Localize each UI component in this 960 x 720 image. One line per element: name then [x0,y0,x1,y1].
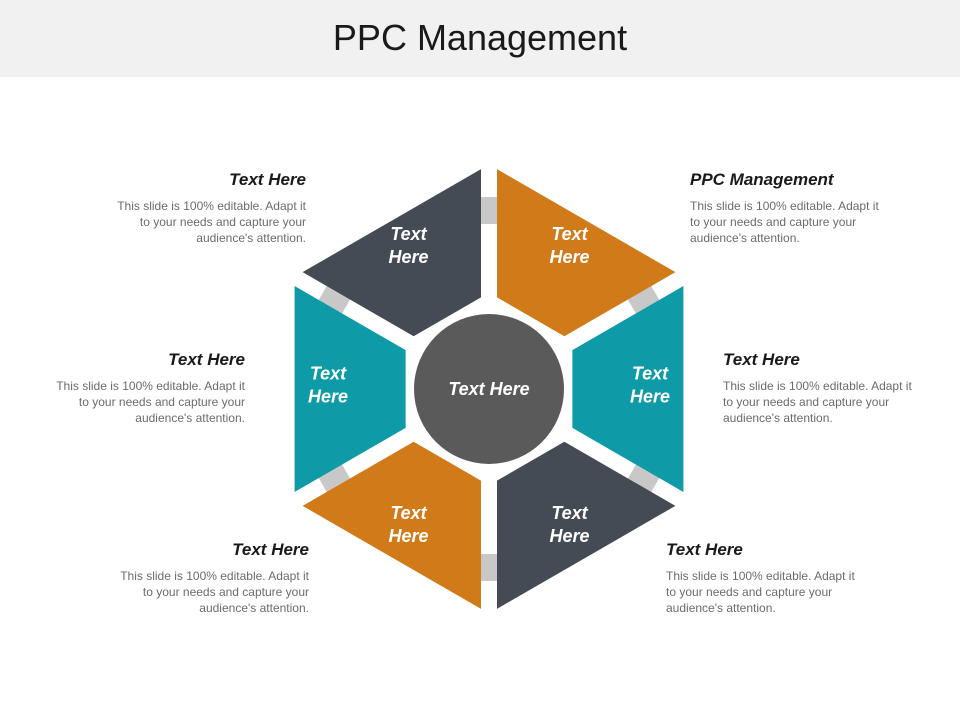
callout-body: This slide is 100% editable. Adapt it to… [117,199,306,245]
callout-heading: Text Here [168,350,245,369]
title-band [0,0,960,77]
callout-bottom-left: Text Here This slide is 100% editable. A… [109,540,309,616]
callout-body: This slide is 100% editable. Adapt it to… [56,379,245,425]
callout-body: This slide is 100% editable. Adapt it to… [666,569,855,615]
ring-segment [497,169,676,337]
segment-connector [317,284,352,316]
callout-heading: Text Here [229,170,306,189]
ring-segment [302,441,481,609]
ring-segment [294,286,406,492]
callout-body: This slide is 100% editable. Adapt it to… [723,379,912,425]
callout-bottom-right: Text Here This slide is 100% editable. A… [666,540,866,616]
callout-heading: Text Here [723,350,800,369]
callout-heading: Text Here [232,540,309,559]
callout-heading: Text Here [666,540,743,559]
callout-body: This slide is 100% editable. Adapt it to… [690,199,879,245]
callout-heading: PPC Management [690,170,834,189]
callout-top-right: PPC Management This slide is 100% editab… [690,170,890,246]
center-hub [414,314,564,464]
center-label: Text Here [448,379,529,399]
callout-top-left: Text Here This slide is 100% editable. A… [106,170,306,246]
segment-connector [626,462,661,494]
callout-middle-left: Text Here This slide is 100% editable. A… [45,350,245,426]
ring-segment [572,286,684,492]
slide-title: PPC Management [332,17,628,58]
callout-middle-right: Text Here This slide is 100% editable. A… [723,350,923,426]
ring-segment [302,169,481,337]
segment-connector [317,462,352,494]
callout-body: This slide is 100% editable. Adapt it to… [120,569,309,615]
segment-connector [626,284,661,316]
ring-segment [497,441,676,609]
